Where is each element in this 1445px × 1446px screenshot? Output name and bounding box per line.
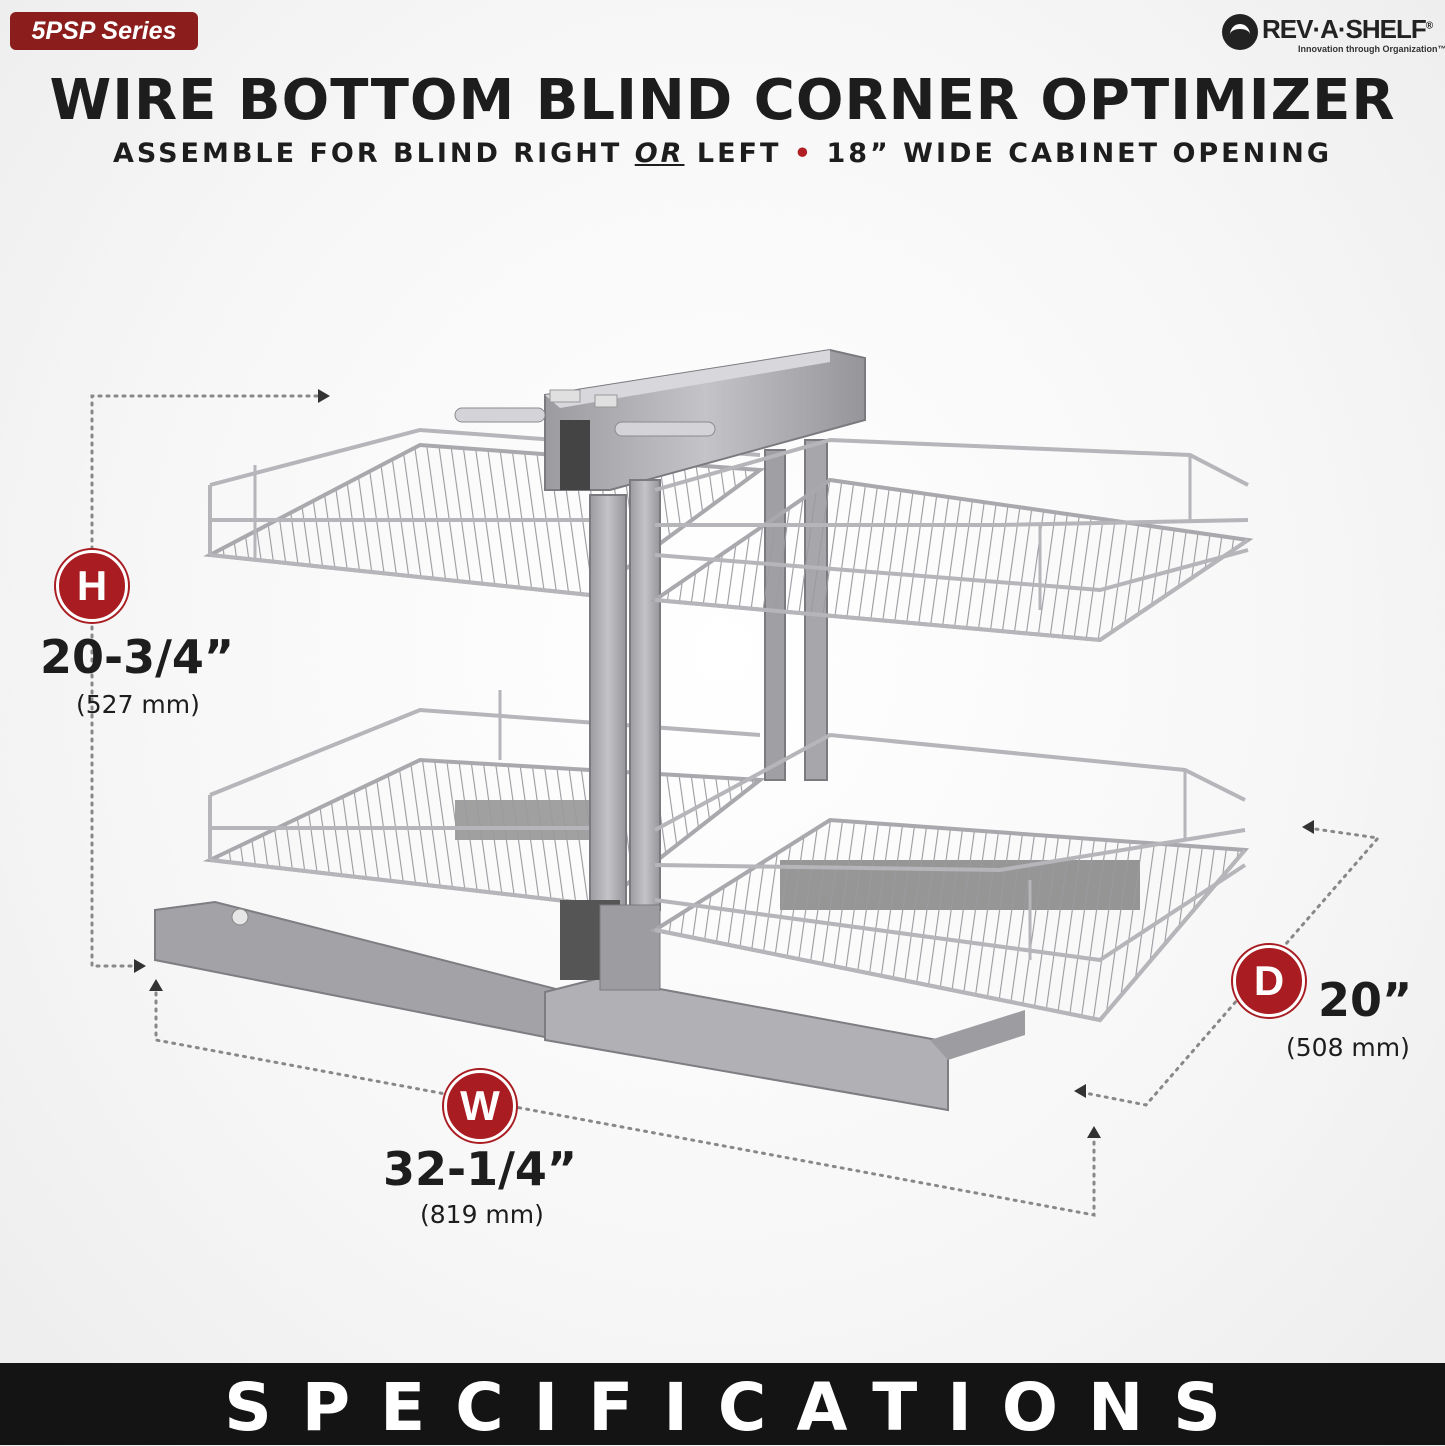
upright-mid <box>629 479 661 911</box>
width-value: 32-1/4” <box>383 1142 578 1196</box>
dimension-arrowheads <box>134 389 1314 1138</box>
upright-left <box>589 494 627 911</box>
width-guide <box>154 983 1096 1217</box>
brand-logo: REV·A·SHELF® Innovation through Organiza… <box>1222 8 1445 58</box>
series-badge: 5PSP Series <box>10 12 198 50</box>
page-subtitle: ASSEMBLE FOR BLIND RIGHT OR LEFT • 18” W… <box>0 138 1445 169</box>
subtitle-part2: LEFT <box>684 138 794 169</box>
width-badge: W <box>444 1070 516 1142</box>
handle-bar-left <box>454 407 546 423</box>
subtitle-or: OR <box>634 138 685 169</box>
footer-title: SPECIFICATIONS <box>224 1369 1251 1446</box>
subtitle-bullet: • <box>793 138 815 169</box>
brand-name: REV·A·SHELF <box>1262 14 1427 44</box>
brand-registered: ® <box>1425 20 1433 32</box>
basket-right-lower <box>649 732 1250 1023</box>
right-base-rail <box>930 1010 1025 1060</box>
brand-tagline: Innovation through Organization™ <box>1298 44 1445 54</box>
basket-left-lower <box>202 690 766 908</box>
brand-mark-icon <box>1222 14 1258 50</box>
depth-badge: D <box>1233 945 1305 1017</box>
page-title: WIRE BOTTOM BLIND CORNER OPTIMIZER <box>49 68 1396 133</box>
height-metric: (527 mm) <box>76 690 200 719</box>
height-guide <box>90 394 327 968</box>
depth-value: 20” <box>1318 973 1413 1027</box>
subtitle-part1: ASSEMBLE FOR BLIND RIGHT <box>112 138 635 169</box>
basket-right-upper <box>649 437 1254 643</box>
handle-bar-right <box>614 421 716 437</box>
height-badge: H <box>56 550 128 622</box>
subtitle-part3: 18” WIDE CABINET OPENING <box>814 138 1333 169</box>
central-post <box>454 348 866 991</box>
left-base-rail <box>154 900 561 1042</box>
footer-bar: SPECIFICATIONS <box>0 1363 1445 1446</box>
depth-metric: (508 mm) <box>1286 1033 1410 1062</box>
front-base-rail <box>544 976 949 1112</box>
height-value: 20-3/4” <box>40 630 235 684</box>
width-metric: (819 mm) <box>420 1200 544 1229</box>
upright-right <box>764 449 786 781</box>
